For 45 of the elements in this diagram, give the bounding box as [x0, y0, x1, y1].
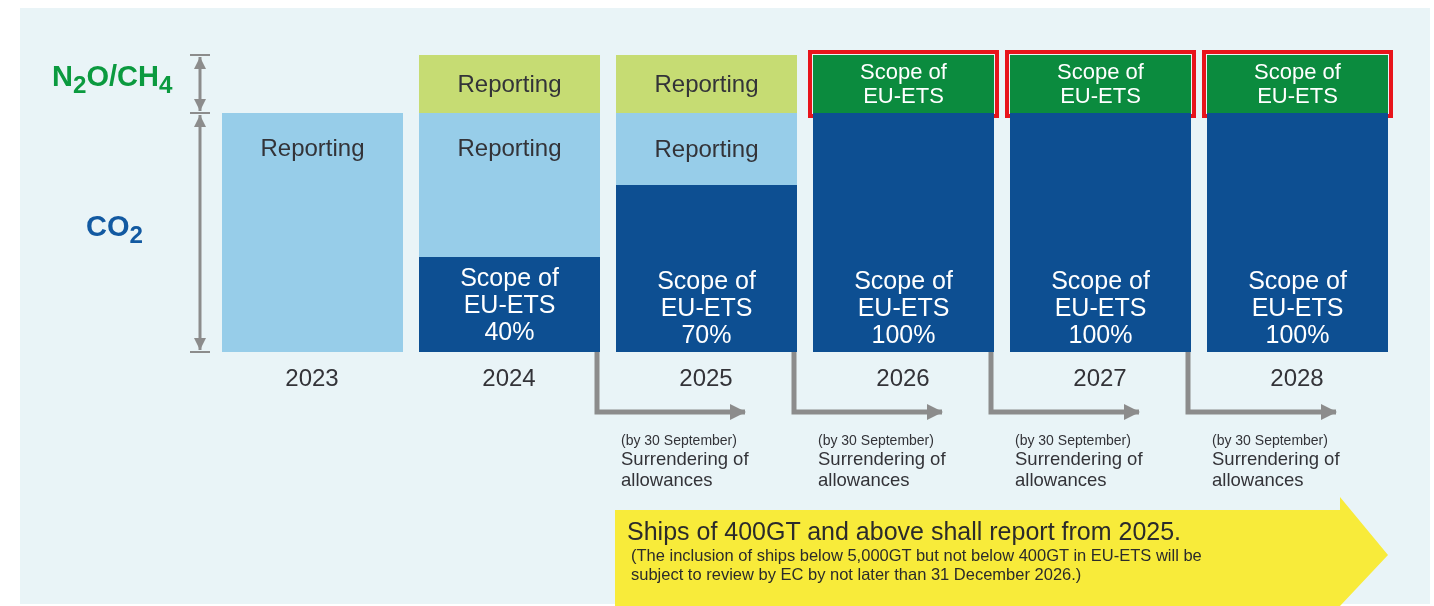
arrow: [594, 352, 746, 420]
bar-segment: [419, 257, 600, 352]
segment-label: Scope of EU-ETS: [1056, 60, 1145, 108]
bar-segment: [419, 113, 600, 257]
deadline-note: (by 30 September): [1015, 432, 1131, 449]
year-label: 2024: [482, 366, 536, 390]
deadline-label: Surrendering of allowances: [1015, 448, 1144, 491]
bar-segment: [813, 113, 994, 352]
segment-label: Scope of EU-ETS 100%: [853, 267, 954, 348]
banner-note: (The inclusion of ships below 5,000GT but not below 400GT in EU-ETS will be subject to review by EC by not later than 31 December 2026.): [631, 546, 1203, 584]
deadline-label: Surrendering of allowances: [1212, 448, 1341, 491]
banner-heading: Ships of 400GT and above shall report from 2025.: [627, 516, 1182, 546]
arrow: [791, 352, 943, 420]
arrow: [1185, 352, 1337, 420]
segment-label: Reporting: [259, 135, 366, 161]
deadline-label: Surrendering of allowances: [818, 448, 947, 491]
year-label: 2028: [1270, 366, 1324, 390]
bar-segment: [616, 185, 797, 352]
bar-segment: [1010, 113, 1191, 352]
deadline-note: (by 30 September): [621, 432, 737, 449]
row-label: N$_{2}$O/CH$_{4}$: [52, 62, 173, 97]
segment-label: Scope of EU-ETS 100%: [1247, 267, 1348, 348]
deadline-label: Surrendering of allowances: [621, 448, 750, 491]
bar-segment: [222, 113, 403, 352]
row-label: CO$_{2}$: [86, 212, 143, 247]
segment-label: Reporting: [456, 135, 563, 161]
year-label: 2027: [1073, 366, 1127, 390]
year-label: 2023: [285, 366, 339, 390]
deadline-note: (by 30 September): [1212, 432, 1328, 449]
bar-segment: [1207, 113, 1388, 352]
arrow: [988, 352, 1140, 420]
year-label: 2026: [876, 366, 930, 390]
bar-segment: [616, 55, 797, 113]
segment-label: Scope of EU-ETS 40%: [459, 264, 560, 345]
bar-segment: [419, 55, 600, 113]
segment-label: Scope of EU-ETS: [1253, 60, 1342, 108]
segment-label: Scope of EU-ETS 100%: [1050, 267, 1151, 348]
segment-label: Scope of EU-ETS: [859, 60, 948, 108]
year-label: 2025: [679, 366, 733, 390]
bar-segment: [616, 113, 797, 185]
segment-label: Reporting: [456, 71, 563, 97]
segment-label: Scope of EU-ETS 70%: [656, 267, 757, 348]
segment-label: Reporting: [653, 71, 760, 97]
deadline-note: (by 30 September): [818, 432, 934, 449]
segment-label: Reporting: [653, 136, 760, 162]
